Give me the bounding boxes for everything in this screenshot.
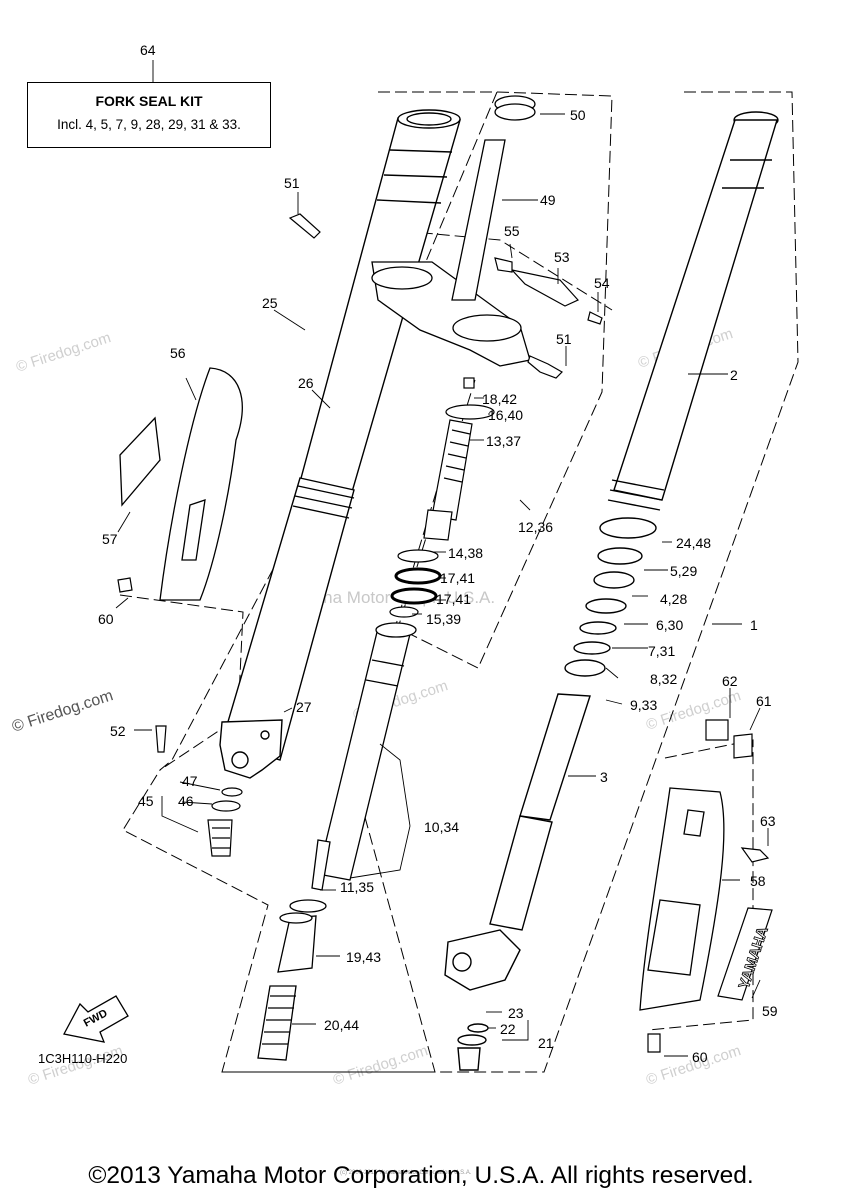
callout: 58 [750,873,766,889]
callout: 18,42 [482,391,517,407]
callout: 51 [284,175,300,191]
leader-lines [115,60,769,1057]
left-fork-guard [119,367,243,601]
callout: 6,30 [656,617,683,633]
oring-17 [394,567,442,585]
kit-callout-number: 64 [140,42,156,58]
callout: 20,44 [324,1017,359,1033]
firedog-left-watermark: © Firedog.com [10,687,115,736]
callout: 47 [182,773,198,789]
callout: 49 [540,192,556,208]
tiny-footer: (c) 2000-2015 Yamaha Motor Corporation, … [340,1170,472,1176]
outline-center-cartridge [397,91,613,669]
callout: 8,32 [650,671,677,687]
spring-13 [431,419,473,521]
callout: 26 [298,375,314,391]
left-springs [257,899,327,1061]
callout: 51 [556,331,572,347]
pinch-bolts [288,213,563,379]
bolt-60-right [647,1033,661,1053]
watermark-text: © Firedog.com [331,1042,430,1089]
callout: 13,37 [486,433,521,449]
right-fork-guard [639,787,725,1011]
fork-seal-kit-box: FORK SEAL KIT Incl. 4, 5, 7, 9, 28, 29, … [27,82,271,148]
left-tube-bands [376,149,453,204]
outline-left-guard [119,594,244,771]
callout: 21 [538,1035,554,1051]
right-inner-tube [519,693,591,821]
left-outer-tube [221,477,355,761]
bolt-52 [155,725,167,753]
callout: 9,33 [630,697,657,713]
callout: 54 [594,275,610,291]
upper-triple-clamp [371,95,536,367]
right-outer-tube [489,815,553,931]
watermark-text: © Firedog.com [14,329,113,376]
callout: 23 [508,1005,524,1021]
callout: 16,40 [488,407,523,423]
left-fork-tube [219,109,461,779]
right-axle-bracket [444,929,521,991]
callout: 25 [262,295,278,311]
outline-right-guard [647,739,754,1031]
callout: 24,48 [676,535,711,551]
steering-stem [451,139,506,301]
callout: 15,39 [426,611,461,627]
callout: 11,35 [340,879,374,895]
callout: 2 [730,367,738,383]
copyright-text: ©2013 Yamaha Motor Corporation, U.S.A. A… [88,1162,754,1189]
callout: 59 [762,1003,778,1019]
callout: 56 [170,345,186,361]
callout: 4,28 [660,591,687,607]
callout: 5,29 [670,563,697,579]
fwd-arrow: FWD [63,995,129,1043]
callout: 55 [504,223,520,239]
callout: 52 [110,723,126,739]
callout: 60 [98,611,114,627]
cartridge-parts [389,377,495,618]
callout: 17,41 [440,570,475,586]
seal-24 [599,517,657,539]
center-watermark: Yamaha Motor Corp., U.S.A. [280,588,495,607]
right-upper-tube [613,119,778,501]
callout: 22 [500,1021,516,1037]
yamaha-decal: YAMAHA [717,907,773,1001]
cable-bracket [494,257,603,325]
left-axle-bracket [219,719,283,779]
callout: 60 [692,1049,708,1065]
base-valve-parts [207,787,243,857]
callout: 53 [554,249,570,265]
kit-subtitle: Incl. 4, 5, 7, 9, 28, 29, 31 & 33. [57,117,241,132]
callout: 46 [178,793,194,809]
bolt-63 [740,847,770,863]
spring-20 [257,985,297,1061]
callout: 61 [756,693,772,709]
callout: 3 [600,769,608,785]
callout: 12,36 [518,519,553,535]
right-fork-tube [444,111,779,1071]
diagram-code: 1C3H110-H220 [38,1051,128,1066]
callout: 62 [722,673,738,689]
callout: 57 [102,531,118,547]
callout: 1 [750,617,758,633]
callout: 50 [570,107,586,123]
kit-title: FORK SEAL KIT [95,93,203,109]
bolt-60-left [117,577,133,593]
callout: 27 [296,699,312,715]
callout: 14,38 [448,545,483,561]
callout: 7,31 [648,643,675,659]
callout: 45 [138,793,154,809]
bracket-61-62 [705,719,753,759]
callout-labels: 50 49 51 55 53 54 51 25 56 26 2 18,42 16… [98,107,778,1065]
outline-right-tube [222,91,799,1073]
callout: 17,41 [436,591,471,607]
callout: 63 [760,813,776,829]
damper-rod [311,622,417,891]
callout: 19,43 [346,949,381,965]
callout: 10,34 [424,819,459,835]
